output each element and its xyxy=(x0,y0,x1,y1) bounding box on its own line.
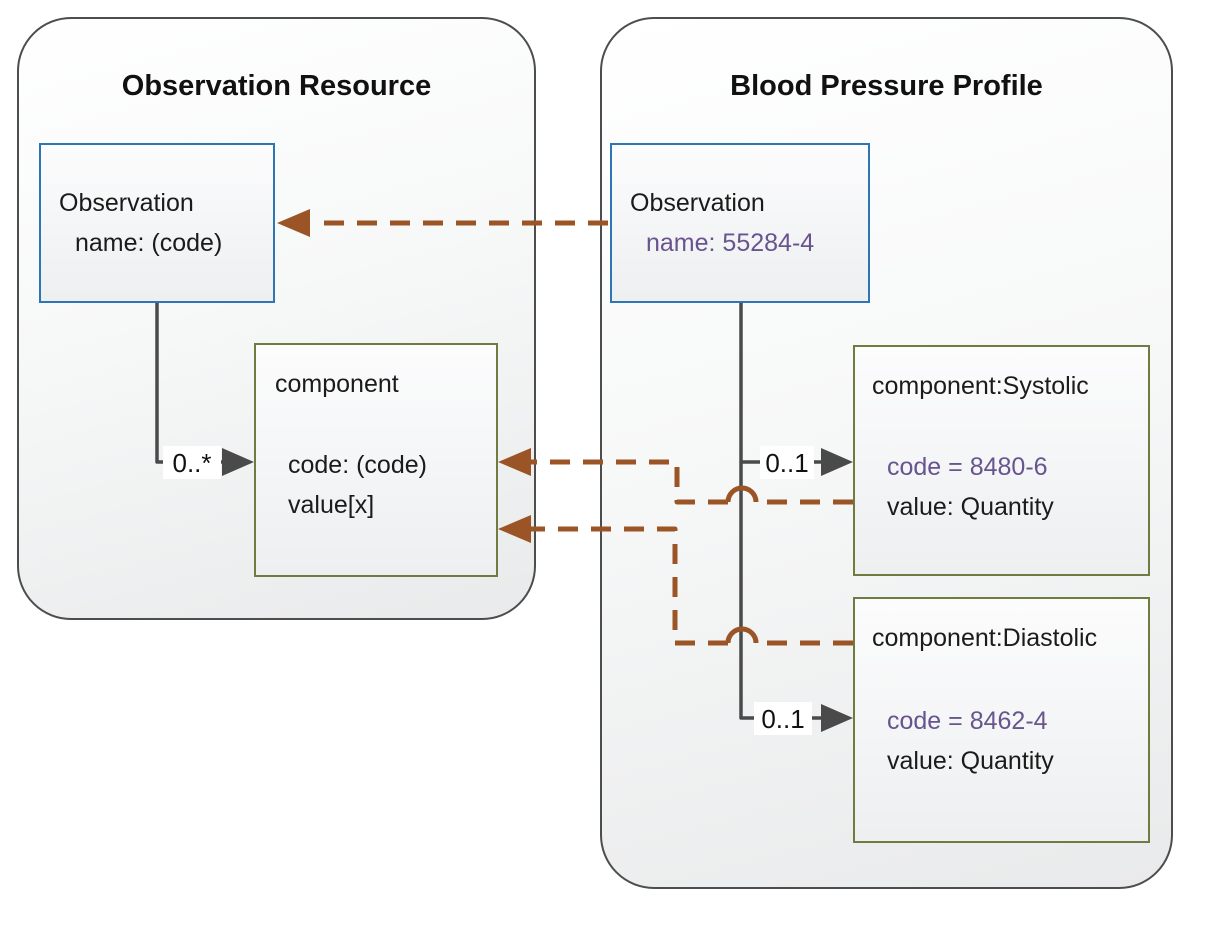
observation-box-right-title: Observation xyxy=(630,189,765,217)
diastolic-code-row: code = 8462-4 xyxy=(887,707,1048,735)
component-value-row: value[x] xyxy=(288,491,375,519)
observation-box-left-attr: name: (code) xyxy=(75,229,223,257)
component-diastolic-title: component:Diastolic xyxy=(872,624,1098,652)
component-systolic-rows: code = 8480-6 value: Quantity xyxy=(887,447,1054,527)
component-systolic-title: component:Systolic xyxy=(872,372,1089,400)
component-box: component code: (code) value[x] xyxy=(254,343,498,577)
systolic-value-row: value: Quantity xyxy=(887,493,1054,521)
observation-box-right: Observation name: 55284-4 xyxy=(610,143,870,303)
systolic-code-row: code = 8480-6 xyxy=(887,453,1048,481)
observation-box-right-attr: name: 55284-4 xyxy=(646,229,815,257)
observation-box-left-title: Observation xyxy=(59,189,194,217)
observation-box-right-text: Observation name: 55284-4 xyxy=(630,183,814,263)
component-systolic-box: component:Systolic code = 8480-6 value: … xyxy=(853,345,1150,576)
component-box-rows: code: (code) value[x] xyxy=(288,445,427,525)
blood-pressure-profile-title: Blood Pressure Profile xyxy=(730,70,1043,102)
diastolic-value-row: value: Quantity xyxy=(887,747,1054,775)
component-box-title: component xyxy=(275,370,399,398)
component-diastolic-rows: code = 8462-4 value: Quantity xyxy=(887,701,1054,781)
observation-resource-title: Observation Resource xyxy=(121,70,432,102)
observation-box-left: Observation name: (code) xyxy=(39,143,275,303)
component-diastolic-box: component:Diastolic code = 8462-4 value:… xyxy=(853,597,1150,843)
observation-box-left-text: Observation name: (code) xyxy=(59,183,222,263)
component-code-row: code: (code) xyxy=(288,451,427,479)
